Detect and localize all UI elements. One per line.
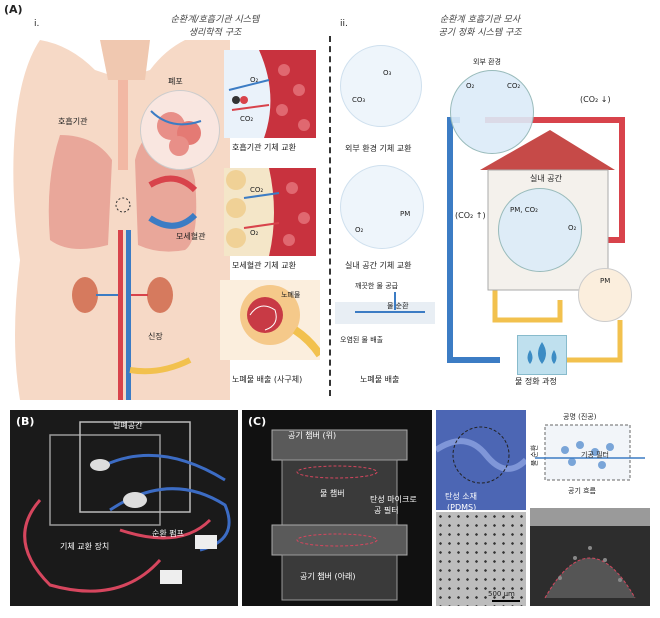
right-title-1: 순환계 호흡기관 모사 <box>439 15 521 25</box>
capillary-exchange-box <box>224 168 316 256</box>
capillary-label: 모세혈관 <box>176 232 206 241</box>
indoor-circle <box>498 188 582 272</box>
bubble2-pm: PM <box>400 210 411 218</box>
water-purifier-icon <box>517 335 567 375</box>
left-title-2: 생리학적 구조 <box>188 28 242 38</box>
scale-bar <box>492 600 520 602</box>
box3-waste: 노폐물 <box>281 291 301 299</box>
glomerulus-box <box>220 280 320 360</box>
outer-exchange-bubble <box>340 45 422 127</box>
diag-bottom: 공기 흐름 <box>568 487 596 495</box>
diag-left: 물 순환 <box>530 444 539 467</box>
waste-out: 노폐물 배출 <box>360 375 400 384</box>
b-lung-space: 밀폐공간 <box>113 421 143 430</box>
water-circ: 물 순환 <box>387 302 409 310</box>
resp-exchange-box <box>224 50 316 138</box>
filter-diagram <box>530 410 650 500</box>
b-gas-exchange: 기체 교환 장치 <box>60 542 110 551</box>
pdms-1: 탄성 소재 <box>445 492 477 501</box>
photo-c <box>242 410 432 606</box>
sub-label-i: i. <box>34 19 40 29</box>
kidney-label: 신장 <box>148 332 163 341</box>
label-a: (A) <box>4 3 23 16</box>
bubble1-o3: O₃ <box>383 69 392 77</box>
box1-co2: CO₂ <box>240 115 254 123</box>
co2-down: (CO₂ ↓) <box>580 95 611 104</box>
indoor-label: 실내 공간 <box>530 174 562 183</box>
sub-label-ii: ii. <box>340 19 348 29</box>
pdms-photo <box>434 410 529 510</box>
bubble1-co3: CO₃ <box>352 96 366 104</box>
c-water-chamber: 물 챔버 <box>320 489 345 498</box>
dirty-water: 오염된 물 배출 <box>340 336 384 344</box>
pdms-2: (PDMS) <box>447 503 477 512</box>
c-filter-1: 탄성 마이크로 <box>370 495 417 504</box>
box2-o2: O₂ <box>250 229 259 237</box>
bubble2-o2: O₂ <box>355 226 364 234</box>
resp-label: 호흡기관 <box>58 117 88 126</box>
co2-up: (CO₂ ↑) <box>455 211 486 220</box>
outer-o2: O₂ <box>466 82 475 90</box>
box1-caption: 호흡기관 기체 교환 <box>232 143 296 152</box>
outer-env-circle <box>450 70 534 154</box>
c-air-top: 공기 챔버 (위) <box>288 431 337 440</box>
pm-circle <box>578 268 632 322</box>
left-title-1: 순환계/호흡기관 시스템 <box>170 15 260 25</box>
right-caption-2: 실내 공간 기체 교환 <box>345 261 412 270</box>
right-caption-1: 외부 환경 기체 교환 <box>345 144 412 153</box>
diag-inner: 기공 필터 <box>581 451 609 459</box>
box2-caption: 모세혈관 기체 교환 <box>232 261 296 270</box>
outer-env-label: 외부 환경 <box>473 58 501 66</box>
clean-water: 깨끗한 물 공급 <box>355 282 399 290</box>
indoor-pm-co2: PM, CO₂ <box>510 206 538 214</box>
indoor-exchange-bubble <box>340 165 424 249</box>
outer-co2: CO₂ <box>507 82 521 90</box>
box1-o2: O₂ <box>250 76 259 84</box>
right-title-2: 공기 정화 시스템 구조 <box>438 28 522 38</box>
pore-sem-image <box>436 512 526 606</box>
pm-label: PM <box>600 277 611 285</box>
c-filter-2: 공 필터 <box>374 506 399 515</box>
bubble-photo <box>530 508 650 606</box>
c-air-bottom: 공기 챔버 (아래) <box>300 572 356 581</box>
panel-divider <box>329 36 331 396</box>
b-pump: 순환 펌프 <box>152 529 184 538</box>
box3-caption: 노폐물 배출 (사구체) <box>232 375 303 384</box>
box2-co2: CO₂ <box>250 186 264 194</box>
label-c: (C) <box>248 415 267 428</box>
alveoli-circle <box>140 90 220 170</box>
water-purify-label: 물 정화 과정 <box>515 377 557 386</box>
diag-top: 공명 (진공) <box>563 413 597 421</box>
label-b: (B) <box>16 415 35 428</box>
indoor-o2: O₂ <box>568 224 577 232</box>
water-channel <box>335 292 435 324</box>
photo-b <box>10 410 238 606</box>
lung-label: 폐포 <box>168 77 183 86</box>
scale-bar-label: 500 µm <box>488 590 515 598</box>
